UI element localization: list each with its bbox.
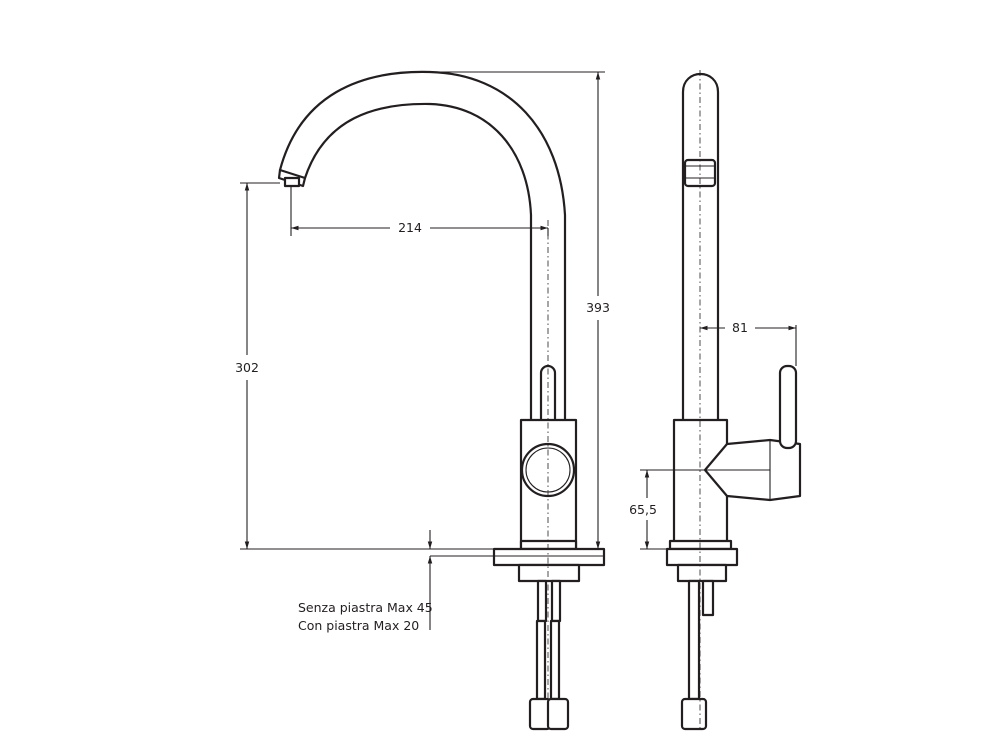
side-spout-outline [681, 72, 720, 422]
dim-overall-height: 393 [586, 300, 610, 315]
side-lever-handle [778, 364, 798, 450]
dim-handle-height: 65,5 [629, 502, 657, 517]
side-hose-fitting [680, 697, 708, 731]
hose-fitting-right [546, 697, 570, 731]
aerator-nozzle [283, 176, 301, 188]
side-base-plate [665, 547, 739, 567]
base-plate [492, 547, 606, 567]
front-dimensions: 214 393 302 [235, 71, 610, 630]
side-view [665, 70, 802, 731]
dim-spout-height: 302 [235, 360, 259, 375]
hose-right [549, 619, 561, 701]
hose-left [535, 619, 547, 701]
spout-outline [278, 70, 567, 422]
spout-aerator [277, 168, 307, 188]
side-hose [687, 579, 701, 701]
mounting-nut [517, 563, 581, 583]
spout-inner-outline [303, 102, 533, 422]
side-base-ring [668, 539, 733, 551]
threaded-shank [536, 579, 548, 623]
note-with-plate: Con piastra Max 20 [298, 618, 420, 633]
front-view [277, 70, 606, 731]
dim-lever-offset: 81 [732, 320, 748, 335]
side-shank [701, 579, 715, 617]
base-ring [519, 539, 578, 551]
side-dimensions: 81 65,5 [629, 320, 797, 550]
side-mounting-nut [676, 563, 728, 583]
note-without-plate: Senza piastra Max 45 [298, 600, 433, 615]
dim-spout-reach: 214 [398, 220, 422, 235]
threaded-shank-2 [550, 579, 562, 623]
